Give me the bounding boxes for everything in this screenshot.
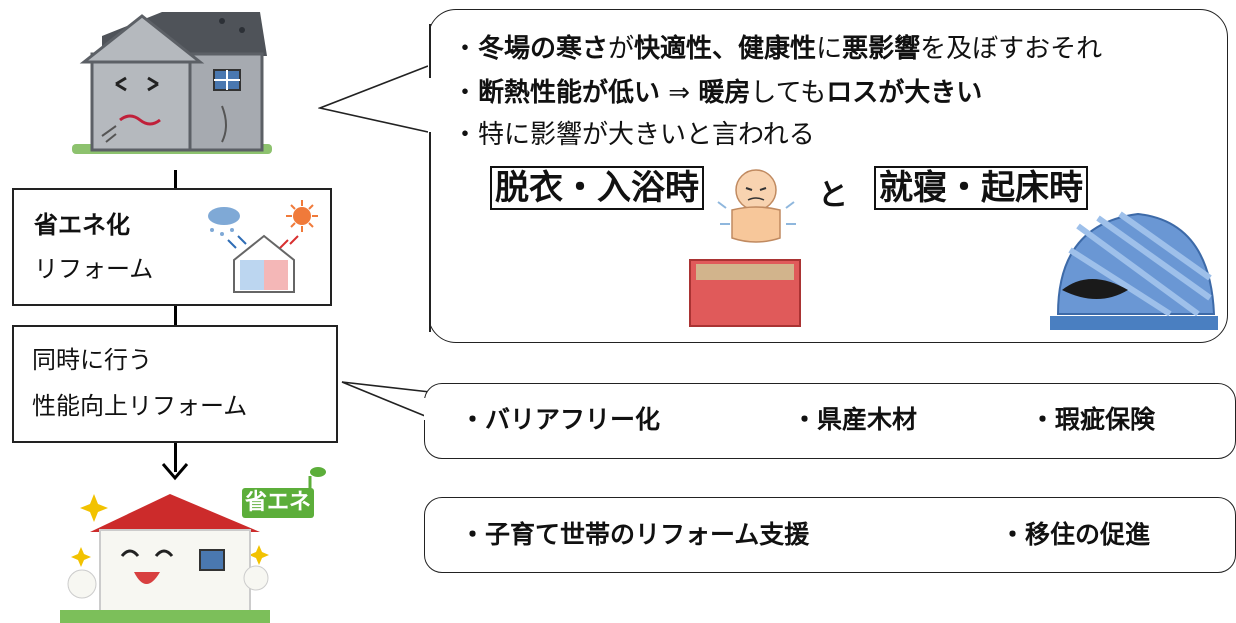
bubble-edge-top bbox=[429, 24, 431, 70]
cold-elder-bath-illustration bbox=[689, 169, 801, 327]
new-house-illustration bbox=[60, 494, 270, 623]
issue-line-3: ・特に影響が大きいと言われる bbox=[452, 120, 815, 150]
energy-saving-badge: 省エネ bbox=[242, 488, 314, 518]
bubble-edge-lower bbox=[429, 132, 431, 332]
sprout-icon bbox=[308, 467, 326, 490]
performance-reform-box: 同時に行う 性能向上リフォーム bbox=[12, 325, 338, 443]
barrier-free-item: ・バリアフリー化 bbox=[460, 405, 661, 434]
concurrent-label: 同時に行う bbox=[32, 346, 152, 374]
migration-promotion-item: ・移住の促進 bbox=[1000, 520, 1151, 549]
child-rearing-support-item: ・子育て世帯のリフォーム支援 bbox=[460, 520, 810, 549]
bubble-edge-upper bbox=[429, 64, 431, 78]
futon-illustration bbox=[1050, 211, 1218, 330]
bathing-time-box: 脱衣・入浴時 bbox=[490, 166, 704, 210]
badge-label: 省エネ bbox=[244, 490, 311, 515]
sleeping-time-box: 就寝・起床時 bbox=[874, 166, 1088, 210]
connector-line-2 bbox=[174, 304, 177, 326]
issue-line-2: ・断熱性能が低い ⇒ 暖房してもロスが大きい bbox=[452, 78, 983, 108]
prefectural-timber-item: ・県産木材 bbox=[792, 405, 918, 434]
connector-to: と bbox=[818, 178, 848, 213]
down-arrow-icon bbox=[161, 463, 189, 481]
energy-saving-title: 省エネ化 bbox=[34, 211, 130, 239]
connector-line-1 bbox=[174, 170, 177, 190]
speech-bubble-tail-top bbox=[318, 65, 429, 133]
insulation-house-icon bbox=[208, 200, 318, 293]
related-reforms-pill bbox=[424, 383, 1236, 459]
old-house-illustration bbox=[72, 12, 272, 154]
issue-line-1: ・冬場の寒さが快適性、健康性に悪影響を及ぼすおそれ bbox=[452, 34, 1103, 64]
defect-insurance-item: ・瑕疵保険 bbox=[1030, 405, 1156, 434]
energy-saving-subtitle: リフォーム bbox=[34, 255, 154, 283]
connector-line-3 bbox=[174, 442, 177, 472]
energy-saving-reform-box: 省エネ化 リフォーム bbox=[12, 188, 332, 306]
pill-tail-mask bbox=[424, 398, 427, 420]
speech-bubble-tail-middle bbox=[341, 381, 431, 419]
performance-reform-label: 性能向上リフォーム bbox=[32, 392, 248, 420]
support-programs-pill bbox=[424, 497, 1236, 573]
